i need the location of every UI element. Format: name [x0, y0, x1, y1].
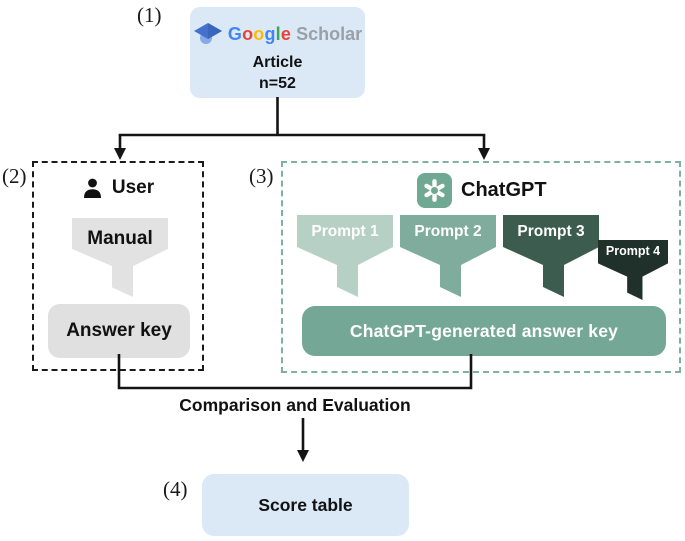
chatgpt-answer-key-box: ChatGPT-generated answer key	[302, 306, 666, 356]
answer-key-box: Answer key	[48, 304, 190, 358]
prompt-1-label: Prompt 1	[311, 223, 379, 240]
source-line-count: n=52	[259, 75, 296, 92]
prompt-1-funnel: Prompt 1	[297, 215, 393, 297]
prompt-3-label: Prompt 3	[517, 223, 585, 240]
chatgpt-panel	[281, 161, 681, 373]
manual-funnel-label: Manual	[87, 228, 153, 249]
source-box-text: Article n=52	[190, 52, 365, 94]
manual-funnel: Manual	[72, 218, 168, 297]
prompt-4-funnel: Prompt 4	[598, 240, 668, 300]
scholar-wordmark: Scholar	[296, 23, 363, 44]
google-letter: e	[280, 23, 292, 44]
user-icon	[82, 178, 103, 199]
source-line-article: Article	[252, 54, 303, 71]
google-letter: o	[253, 23, 265, 44]
prompt-2-label: Prompt 2	[414, 223, 482, 240]
scholar-cap-icon	[193, 21, 223, 47]
prompt-4-label: Prompt 4	[605, 244, 661, 258]
google-letter: g	[264, 23, 276, 44]
step-1-label: (1)	[137, 3, 162, 27]
step-3-label: (3)	[249, 164, 274, 188]
answer-key-label: Answer key	[66, 320, 172, 341]
chatgpt-logo-icon	[417, 173, 452, 208]
google-scholar-logo: Google Scholar	[190, 20, 365, 48]
chatgpt-answer-key-label: ChatGPT-generated answer key	[349, 320, 619, 341]
google-wordmark: Google	[228, 24, 291, 45]
user-panel-title: User	[111, 177, 155, 198]
step-2-label: (2)	[2, 164, 27, 188]
google-letter: G	[227, 23, 243, 44]
prompt-2-funnel: Prompt 2	[400, 215, 496, 297]
chatgpt-panel-title: ChatGPT	[461, 179, 547, 201]
google-scholar-box: Google Scholar Article n=52	[190, 7, 365, 98]
score-table-box: Score table	[202, 474, 409, 536]
step-4-label: (4)	[163, 477, 188, 501]
prompt-3-funnel: Prompt 3	[503, 215, 599, 297]
user-panel-header: User	[32, 176, 204, 200]
chatgpt-panel-header: ChatGPT	[417, 173, 547, 208]
google-letter: l	[275, 23, 281, 44]
google-letter: o	[242, 23, 254, 44]
score-table-label: Score table	[258, 494, 353, 515]
comparison-evaluation-label: Comparison and Evaluation	[179, 395, 411, 415]
